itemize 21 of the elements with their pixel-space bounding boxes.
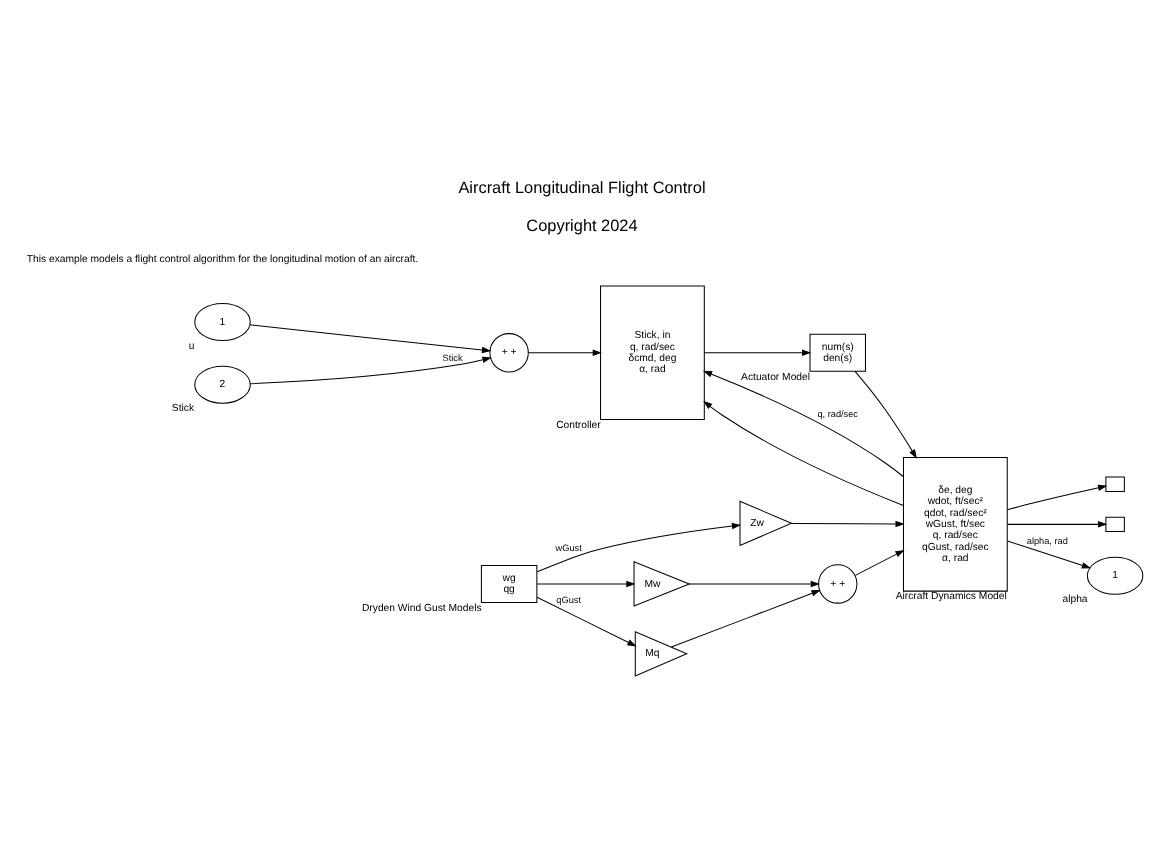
arrow [790, 519, 905, 527]
node-box [1105, 475, 1125, 491]
arrow [1007, 520, 1108, 527]
arrow [703, 399, 904, 505]
arrow [670, 589, 821, 647]
arrow [702, 369, 904, 476]
arrow [536, 579, 636, 587]
arrow [249, 355, 492, 384]
arrow [704, 348, 812, 356]
arrow [854, 369, 917, 458]
arrow [688, 579, 820, 587]
arrow [528, 348, 602, 356]
arrow [854, 548, 905, 575]
arrow [536, 521, 742, 572]
arrow [536, 595, 637, 646]
arrow [249, 323, 492, 353]
caption: Copyright 2024 [526, 216, 638, 235]
arrow [1006, 483, 1108, 510]
arrow [1007, 539, 1092, 568]
node-box [1105, 515, 1125, 532]
diagram-title: Aircraft Longitudinal Flight Control [458, 178, 706, 197]
